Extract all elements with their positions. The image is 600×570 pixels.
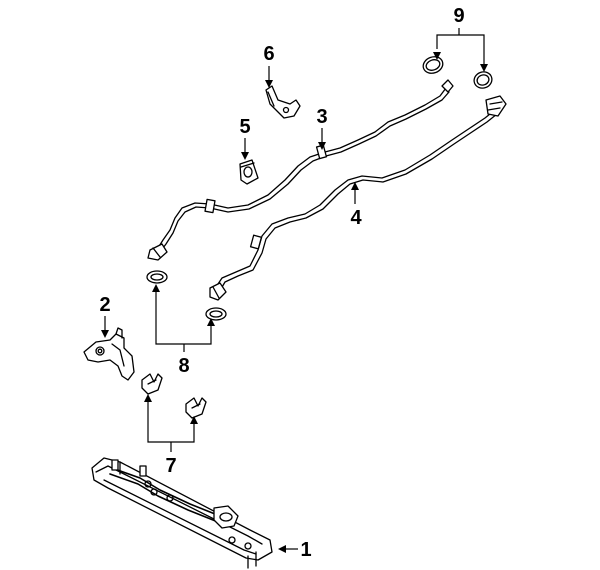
oil-cooler bbox=[91, 457, 273, 569]
leader-9 bbox=[433, 28, 488, 72]
leader-3 bbox=[318, 128, 326, 150]
clip-bracket bbox=[239, 159, 259, 185]
leader-7 bbox=[144, 394, 198, 452]
callout-2: 2 bbox=[99, 294, 110, 316]
clips bbox=[141, 373, 207, 419]
seals-lower bbox=[146, 270, 227, 321]
callout-1: 1 bbox=[300, 539, 311, 561]
leader-1 bbox=[278, 545, 298, 553]
mounting-bracket bbox=[265, 85, 301, 119]
callout-5: 5 bbox=[239, 116, 250, 138]
callout-8: 8 bbox=[178, 355, 189, 377]
callout-7: 7 bbox=[165, 455, 176, 477]
leader-4 bbox=[351, 182, 359, 204]
connector-housing bbox=[83, 327, 135, 381]
leader-2 bbox=[101, 316, 109, 338]
cooler-tube-lower bbox=[209, 95, 507, 301]
callout-4: 4 bbox=[350, 207, 362, 229]
callout-6: 6 bbox=[263, 43, 274, 65]
callout-3: 3 bbox=[316, 106, 327, 128]
cooler-tube-upper bbox=[147, 79, 454, 261]
leader-5 bbox=[241, 138, 249, 160]
leader-8 bbox=[152, 284, 215, 352]
o-rings-upper bbox=[422, 56, 493, 89]
leader-6 bbox=[265, 66, 273, 88]
callout-9: 9 bbox=[453, 5, 464, 27]
